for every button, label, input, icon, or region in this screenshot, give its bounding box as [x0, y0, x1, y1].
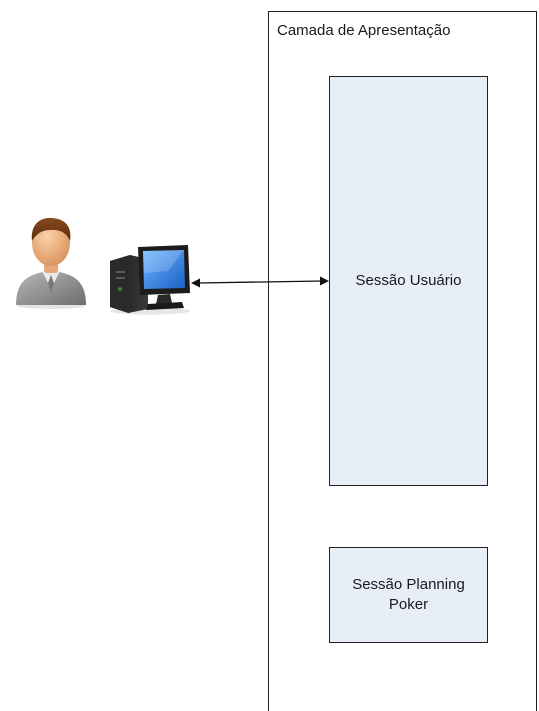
- user-session-label: Sessão Usuário: [355, 272, 462, 289]
- computer-icon: [110, 245, 190, 315]
- planning-poker-session-box: Sessão Planning Poker: [329, 547, 488, 643]
- person-icon: [16, 217, 86, 309]
- presentation-layer-title: Camada de Apresentação: [277, 22, 451, 39]
- presentation-layer-frame: Camada de Apresentação: [268, 11, 537, 711]
- user-session-box: Sessão Usuário: [329, 76, 488, 486]
- planning-poker-session-label: Sessão Planning Poker: [352, 576, 465, 613]
